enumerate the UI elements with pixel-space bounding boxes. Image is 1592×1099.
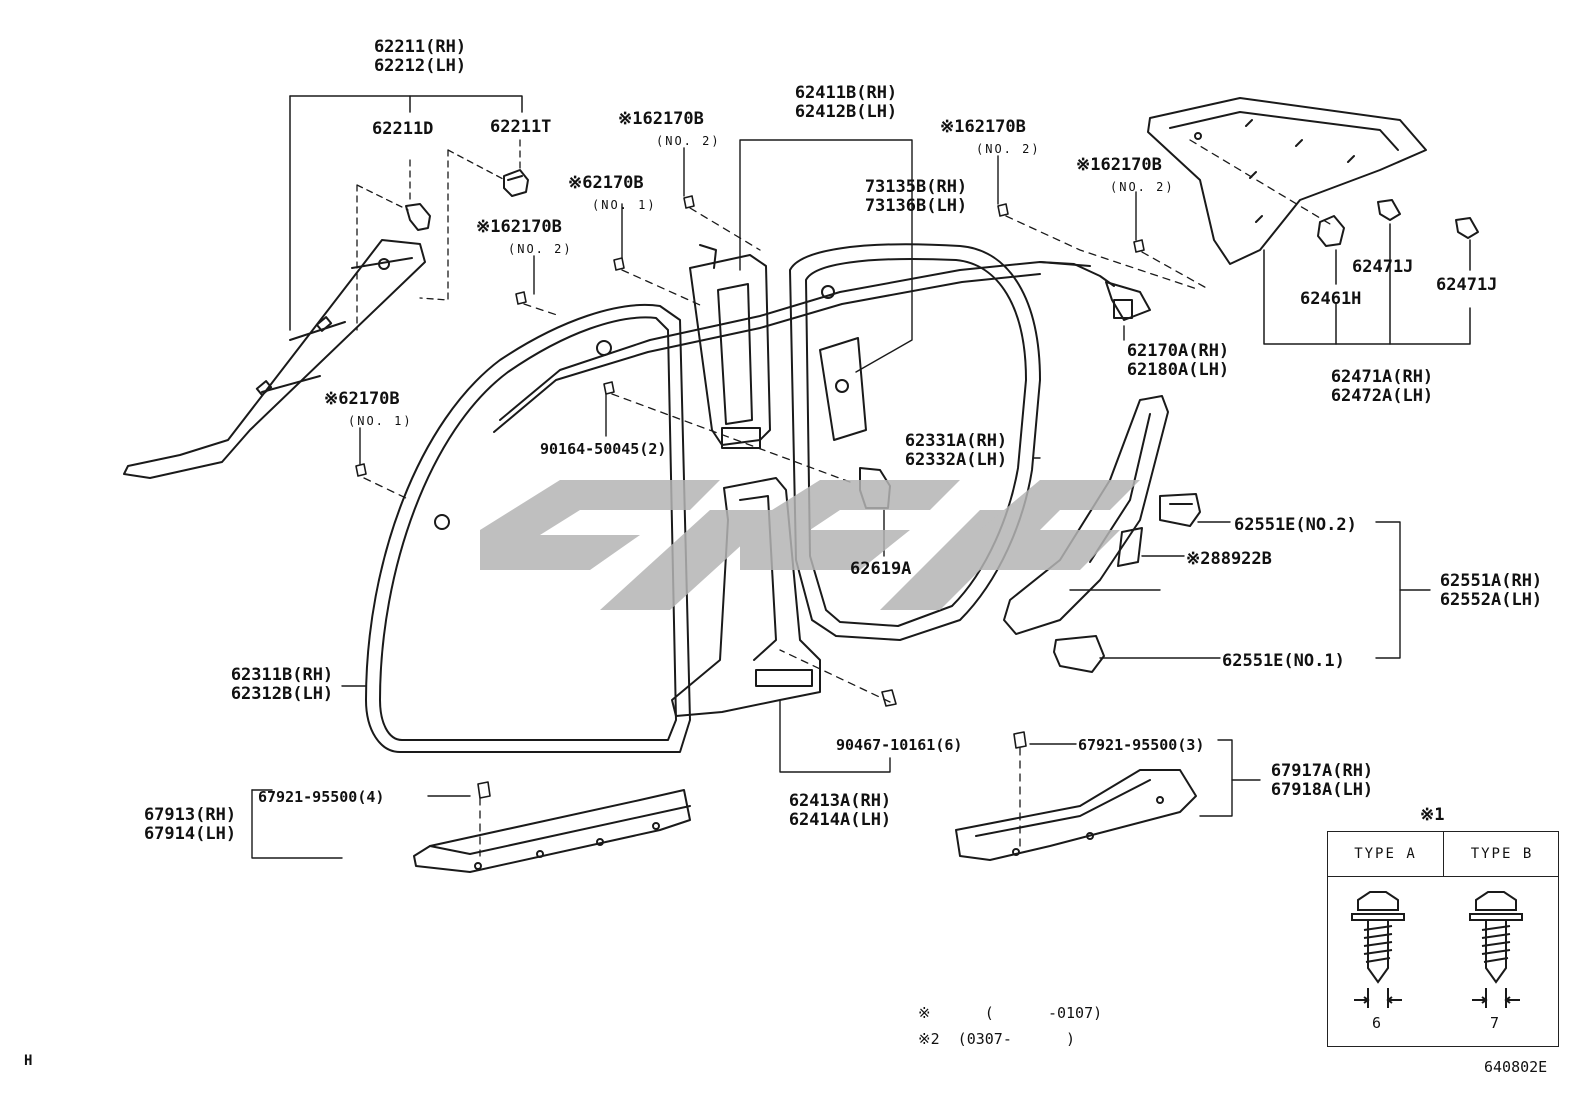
quarter-trim-part [1003,395,1169,635]
label-67921-4: 67921-95500(4) [258,788,385,806]
label-62170B-b-no: (NO. 2) [976,142,1041,156]
scuff-plate-front-part [413,789,691,873]
corner-code-left: H [24,1053,33,1069]
label-62461H: 62461H [1300,289,1362,309]
label-62551E-no1: 62551E(NO.1) [1222,651,1345,671]
package-tray-trim-part [1147,97,1427,265]
label-62551E-no2: 62551E(NO.2) [1234,515,1357,535]
clip-62471J-2 [1455,217,1479,239]
legend-type-a: TYPE A [1354,846,1417,862]
label-62619A: 62619A [850,559,912,579]
label-62170B-c: ※162170B [1076,155,1162,175]
screw-icons [355,195,1145,799]
front-door-weatherstrip-part [365,304,691,753]
center-pillar-lower-garnish-part [671,477,821,717]
label-62471J-1: 62471J [1352,257,1414,277]
clip-62461H [1317,215,1345,247]
clip-62551E-no1 [1053,635,1105,673]
label-62411B: 62411B(RH) 62412B(LH) [794,83,898,122]
label-62170B-f: ※62170B [324,389,400,409]
clip-62211D [405,203,431,231]
label-62170B-e-no: (NO. 2) [508,242,573,256]
label-62170B-a-no: (NO. 2) [656,134,721,148]
label-62170B-b: ※162170B [940,117,1026,137]
screw-type-a-icon [1351,891,1405,1008]
label-73135B: 73135B(RH) 73136B(LH) [864,177,968,216]
label-88922B: ※288922B [1186,549,1272,569]
label-62170B-e: ※162170B [476,217,562,237]
legend-dim-a: 6 [1372,1014,1382,1032]
screw-type-legend: TYPE A TYPE B [1327,831,1559,1047]
label-62413A: 62413A(RH) 62414A(LH) [788,791,892,830]
screw-type-b-icon [1469,891,1523,1008]
seatbelt-cover-part [819,337,867,441]
clip-62551E-no2 [1159,493,1201,527]
clip-62471J-1 [1377,199,1401,221]
corner-code-right: 640802E [1484,1058,1548,1076]
label-62211D: 62211D [372,119,434,139]
label-90164: 90164-50045(2) [540,440,667,458]
label-62170B-f-no: (NO. 1) [348,414,413,428]
clip-62211T [503,169,529,197]
label-90467: 90467-10161(6) [836,736,963,754]
label-62170B-d-no: (NO. 1) [592,198,657,212]
label-62211: 62211(RH) 62212(LH) [373,37,467,76]
note-2: ※2 (0307- ) [918,1030,1076,1048]
label-62170B-c-no: (NO. 2) [1110,180,1175,194]
center-pillar-upper-garnish-part [689,244,771,449]
label-67921-3: 67921-95500(3) [1078,736,1205,754]
label-62311B: 62311B(RH) 62312B(LH) [230,665,334,704]
label-67917A: 67917A(RH) 67918A(LH) [1270,761,1374,800]
clip-62619A [859,467,891,509]
label-67913: 67913(RH) 67914(LH) [143,805,237,844]
a-pillar-garnish-part [123,239,426,479]
label-62551A: 62551A(RH) 62552A(LH) [1439,571,1543,610]
assist-grip-part [1039,261,1151,321]
label-62170A: 62170A(RH) 62180A(LH) [1126,341,1230,380]
label-62471J-2: 62471J [1436,275,1498,295]
label-62170B-d: ※62170B [568,173,644,193]
label-62211T: 62211T [490,117,552,137]
note-1: ※ ( -0107) [918,1004,1103,1022]
roof-side-garnish-part [493,261,1091,433]
legend-mark: ※1 [1420,805,1445,825]
label-62170B-a: ※162170B [618,109,704,129]
legend-dim-b: 7 [1490,1014,1500,1032]
scuff-plate-rear-part [955,769,1197,861]
legend-type-b: TYPE B [1470,846,1534,862]
label-62471A: 62471A(RH) 62472A(LH) [1330,367,1434,406]
label-62331A: 62331A(RH) 62332A(LH) [904,431,1008,470]
